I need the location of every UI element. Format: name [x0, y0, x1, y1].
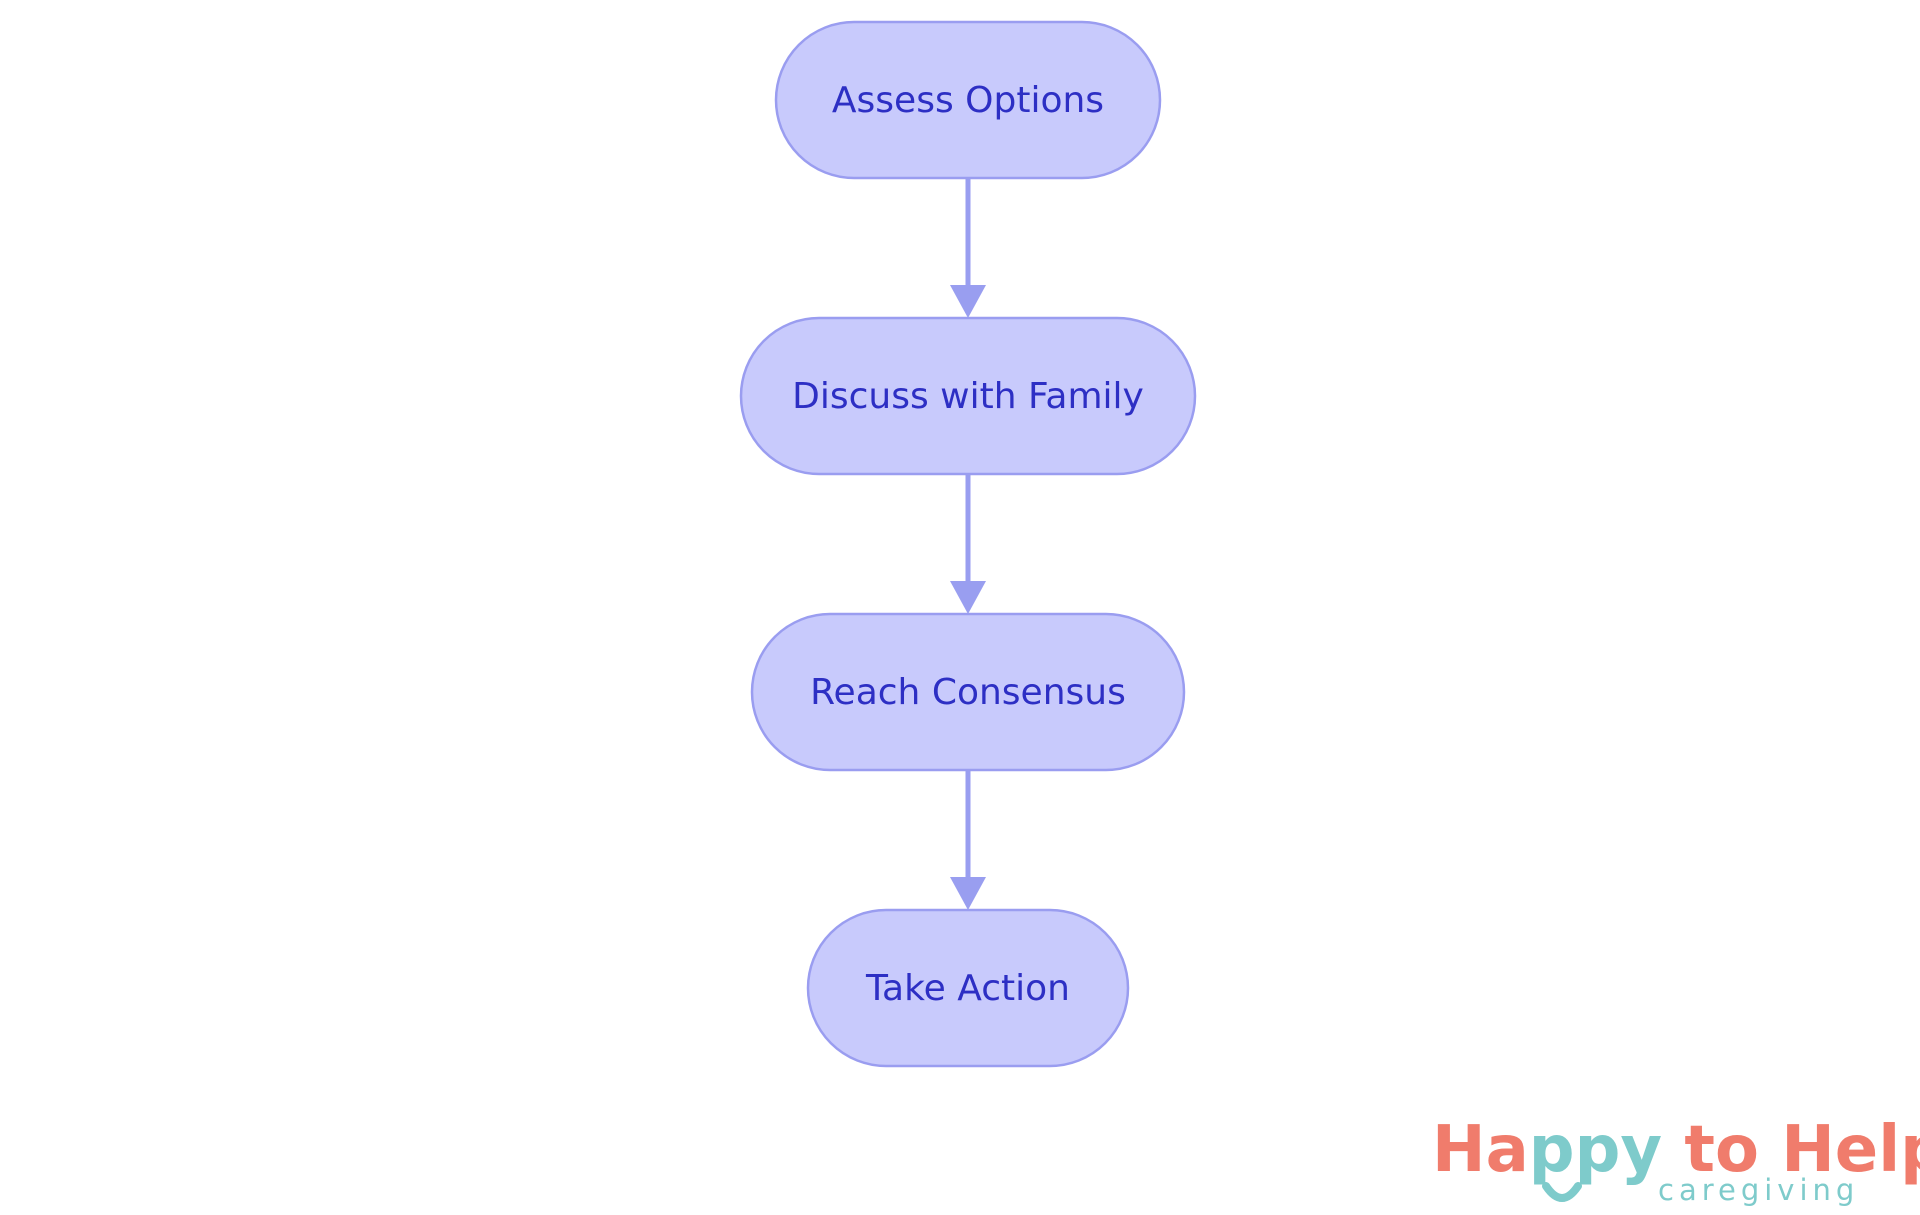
node-discuss-with-family[interactable]: Discuss with Family [739, 316, 1197, 476]
node-label: Assess Options [832, 80, 1104, 121]
edge-assess-to-discuss [950, 178, 986, 318]
node-label: Discuss with Family [792, 376, 1144, 417]
logo-text-part1: Ha [1432, 1113, 1529, 1187]
node-assess-options[interactable]: Assess Options [774, 20, 1162, 180]
svg-text:Happy to Help: Happy to Help [1432, 1113, 1920, 1187]
logo-text-part2: ppy [1529, 1113, 1662, 1187]
node-take-action[interactable]: Take Action [806, 908, 1130, 1068]
node-reach-consensus[interactable]: Reach Consensus [750, 612, 1186, 772]
smile-icon [1542, 1182, 1582, 1202]
logo-tagline: caregiving [1658, 1173, 1859, 1207]
logo-text-part3: to Help [1662, 1113, 1920, 1187]
node-label: Reach Consensus [810, 672, 1126, 713]
arrowhead-icon [950, 285, 986, 318]
arrowhead-icon [950, 877, 986, 910]
edge-discuss-to-consensus [950, 474, 986, 614]
node-label: Take Action [865, 968, 1070, 1009]
arrowhead-icon [950, 581, 986, 614]
edge-consensus-to-action [950, 770, 986, 910]
happy-to-help-logo: Happy to Help caregiving [1432, 1113, 1920, 1207]
